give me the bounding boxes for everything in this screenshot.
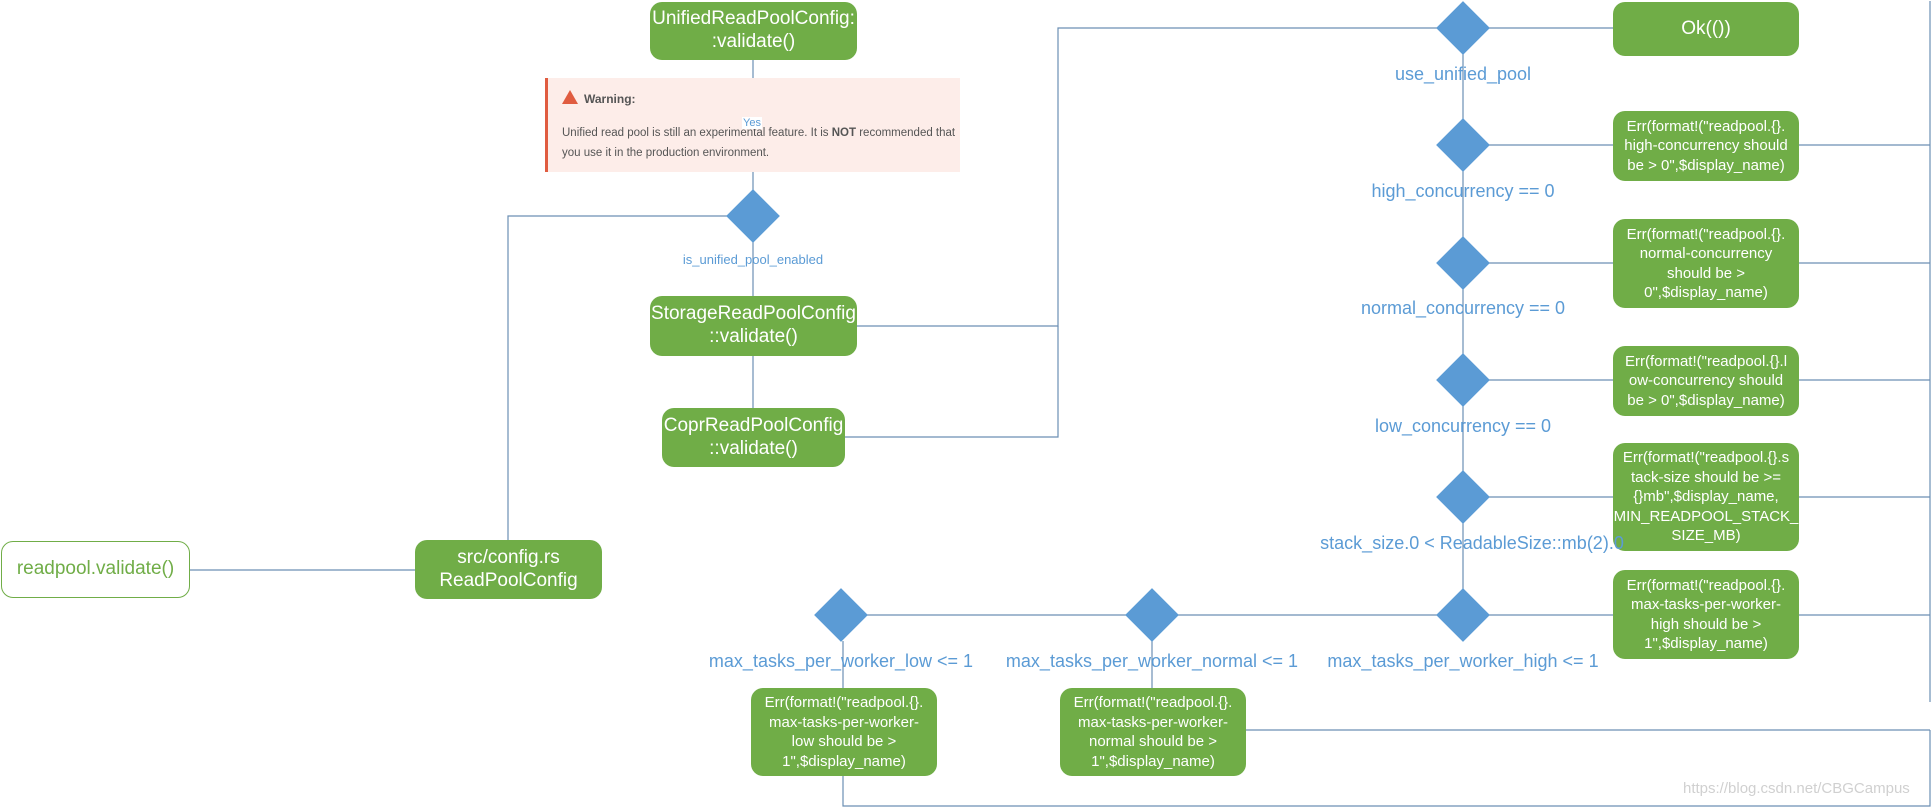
err-normal-concurrency-node: Err(format!("readpool.{}.normal-concurre… bbox=[1613, 219, 1799, 308]
err-high-concurrency-node: Err(format!("readpool.{}.high-concurrenc… bbox=[1613, 111, 1799, 181]
storage-read-pool-validate-node: StorageReadPoolConfig::validate() bbox=[650, 296, 857, 356]
err-max-tasks-high-node: Err(format!("readpool.{}.max-tasks-per-w… bbox=[1613, 570, 1799, 659]
edge-storage-to-use-unified bbox=[856, 27, 1437, 327]
copr-read-pool-validate-node: CoprReadPoolConfig::validate() bbox=[662, 408, 845, 467]
label-max-tasks-high: max_tasks_per_worker_high <= 1 bbox=[1327, 651, 1599, 671]
edge-config-to-unified-enabled bbox=[507, 215, 727, 540]
edge-err-max-low-out bbox=[842, 730, 1931, 807]
readpool-validate-node: readpool.validate() bbox=[1, 541, 190, 598]
watermark: https://blog.csdn.net/CBGCampus bbox=[1683, 780, 1910, 797]
label-stack-size: stack_size.0 < ReadableSize::mb(2).0 bbox=[1320, 533, 1624, 553]
warning-text: Unified read pool is still an experiment… bbox=[562, 127, 956, 159]
label-low-concurrency: low_concurrency == 0 bbox=[1374, 416, 1552, 436]
label-use-unified-pool: use_unified_pool bbox=[1394, 64, 1532, 84]
err-max-tasks-normal-node: Err(format!("readpool.{}.max-tasks-per-w… bbox=[1060, 688, 1246, 776]
edge-label-yes: Yes bbox=[742, 117, 762, 129]
label-is-unified-pool-enabled: is_unified_pool_enabled bbox=[682, 252, 824, 267]
label-high-concurrency: high_concurrency == 0 bbox=[1371, 181, 1555, 201]
edge-copr-to-use-unified bbox=[845, 326, 1059, 438]
unified-read-pool-validate-node: UnifiedReadPoolConfig::validate() bbox=[650, 2, 857, 60]
warning-title: Warning: bbox=[584, 92, 636, 106]
label-normal-concurrency: normal_concurrency == 0 bbox=[1360, 298, 1566, 318]
ok-node: Ok(()) bbox=[1613, 2, 1799, 56]
err-max-tasks-low-node: Err(format!("readpool.{}.max-tasks-per-w… bbox=[751, 688, 937, 776]
warning-icon bbox=[562, 90, 578, 104]
label-max-tasks-normal: max_tasks_per_worker_normal <= 1 bbox=[1005, 651, 1299, 671]
label-max-tasks-low: max_tasks_per_worker_low <= 1 bbox=[708, 651, 974, 671]
